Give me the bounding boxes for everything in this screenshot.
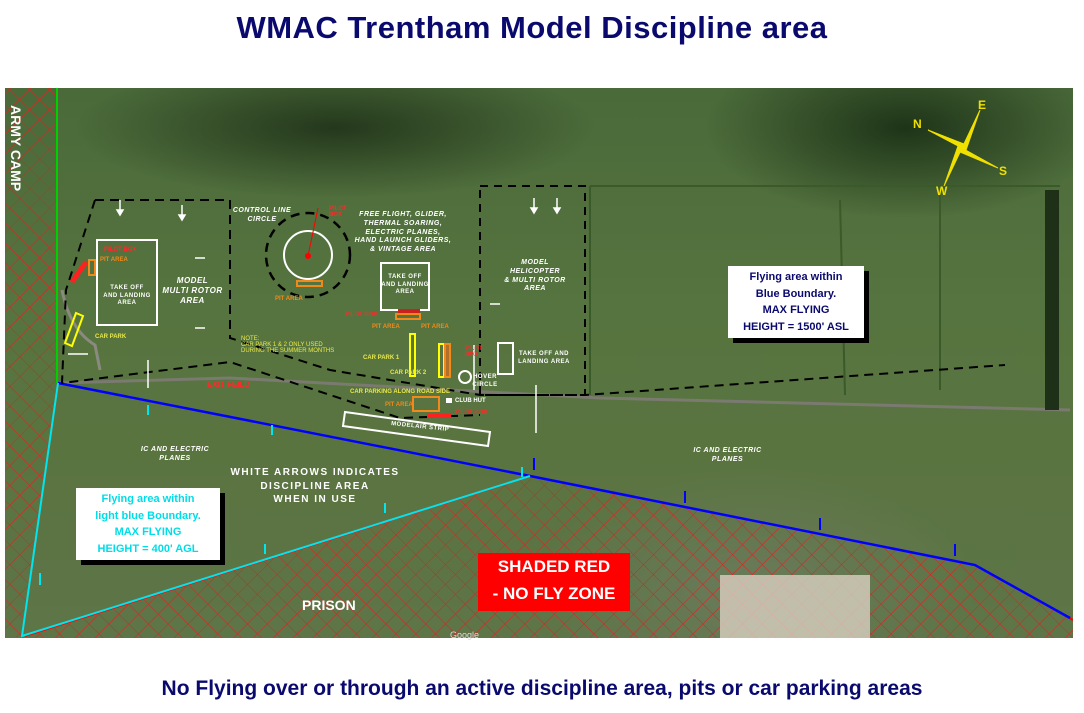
control-line-circle <box>283 230 333 280</box>
light-blue-box-line: Flying area within <box>101 493 195 505</box>
compass-east: E <box>978 98 987 112</box>
car-park-2 <box>438 343 445 378</box>
helicopter-area-boundary <box>479 185 586 396</box>
hover-circle-label: HOVER CIRCLE <box>472 374 498 388</box>
blue-boundary-info-box: Flying area within Blue Boundary. MAX FL… <box>728 266 864 338</box>
pit-area-label-1: PIT AREA <box>100 257 128 263</box>
prison-label: PRISON <box>302 597 356 613</box>
multi-rotor-label: MODEL MULTI ROTOR AREA <box>162 276 223 305</box>
pit-area-1 <box>88 259 96 276</box>
blue-box-line: Blue Boundary. <box>755 287 837 300</box>
pilot-box-label-5: PILOT BOX <box>455 410 488 416</box>
blue-boundary <box>57 381 1071 620</box>
light-blue-boundary <box>20 382 531 638</box>
pilot-box-3 <box>398 309 420 314</box>
pit-area-label-2: PIT AREA <box>275 296 303 302</box>
pit-area-label-3: PIT AREA <box>372 324 400 330</box>
road <box>59 376 1071 412</box>
light-blue-boundary-info-box: Flying area within light blue Boundary. … <box>76 488 220 560</box>
light-blue-box-line: MAX FLYING <box>114 526 182 538</box>
compass-south: S <box>999 164 1008 178</box>
takeoff-label-1: TAKE OFF AND LANDING AREA <box>103 285 151 306</box>
takeoff-area-1 <box>96 239 158 326</box>
pit-area-4 <box>444 343 451 378</box>
car-parking-road-label: CAR PARKING ALONG ROAD SIDE <box>350 389 451 395</box>
ic-electric-label-1: IC AND ELECTRIC PLANES <box>140 446 210 462</box>
no-fly-zone-legend: SHADED RED - NO FLY ZONE <box>478 553 630 611</box>
discipline-arrows <box>68 198 562 433</box>
pit-area-5 <box>412 396 440 412</box>
model-air-strip <box>341 410 492 448</box>
no-fly-line: - NO FLY ZONE <box>492 584 616 603</box>
prison-buildings <box>720 575 870 638</box>
club-hut-label: CLUB HUT <box>455 398 486 404</box>
car-park-1 <box>409 333 416 377</box>
blue-boundary-arrows <box>533 458 956 556</box>
pilot-box-label-4: PILOT BOX <box>465 346 483 358</box>
no-fly-line: SHADED RED <box>497 557 611 576</box>
free-flight-label: FREE FLIGHT, GLIDER, THERMAL SOARING, EL… <box>354 211 452 253</box>
takeoff-label-2: TAKE OFF AND LANDING AREA <box>381 274 429 295</box>
blue-box-line: Flying area within <box>749 271 843 283</box>
compass-icon <box>927 109 999 187</box>
driveway <box>60 289 102 371</box>
car-park-2-label: CAR PARK 2 <box>390 370 427 376</box>
car-park-label: CAR PARK <box>95 334 127 340</box>
tree-line <box>1045 190 1059 410</box>
pilot-box-label-1: PILOT BOX <box>104 247 137 253</box>
light-blue-box-line: light blue Boundary. <box>95 509 201 522</box>
hover-circle <box>458 370 472 384</box>
ic-electric-label-2: IC AND ELECTRIC PLANES <box>693 447 762 463</box>
takeoff-label-3: TAKE OFF AND LANDING AREA <box>518 351 570 365</box>
pilot-box-5 <box>427 414 451 418</box>
takeoff-area-3 <box>497 342 514 375</box>
pit-area-2 <box>296 280 323 287</box>
control-line-outer-circle <box>264 211 352 299</box>
pilot-box-label-2: PILOT BOX <box>329 206 347 218</box>
pilot-box-1 <box>69 260 89 284</box>
map-attribution: Google <box>450 630 480 640</box>
light-blue-boundary-arrows <box>39 405 523 585</box>
compass-north: N <box>913 117 922 131</box>
light-blue-box-line: HEIGHT = 400' AGL <box>97 542 199 555</box>
pilot-box-label-3: PILOT BOX <box>345 312 378 318</box>
page-title: WMAC Trentham Model Discipline area <box>236 10 828 45</box>
compass-west: W <box>936 184 948 198</box>
blue-box-line: MAX FLYING <box>762 304 830 316</box>
helicopter-label: MODEL HELICOPTER & MULTI ROTOR AREA <box>504 259 566 293</box>
car-park-1-label: CAR PARK 1 <box>363 355 400 361</box>
control-line-label: CONTROL LINE CIRCLE <box>232 207 292 223</box>
car-park-note: NOTE: CAR PARK 1 & 2 ONLY USED DURING TH… <box>241 336 335 354</box>
exit-field-label: EXIT FEILD <box>207 380 251 389</box>
blue-box-line: HEIGHT = 1500' ASL <box>743 320 849 333</box>
club-hut <box>446 398 452 403</box>
pit-area-label-5: PIT AREA <box>385 402 413 408</box>
pit-area-3 <box>395 313 421 320</box>
car-park <box>63 311 85 348</box>
footer-warning: No Flying over or through an active disc… <box>161 677 923 700</box>
pit-area-label-4: PIT AREA <box>421 324 449 330</box>
white-arrows-note: WHITE ARROWS INDICATES DISCIPLINE AREA W… <box>230 467 400 505</box>
no-fly-zone-west <box>5 88 58 638</box>
army-camp-label: ARMY CAMP <box>8 105 24 192</box>
